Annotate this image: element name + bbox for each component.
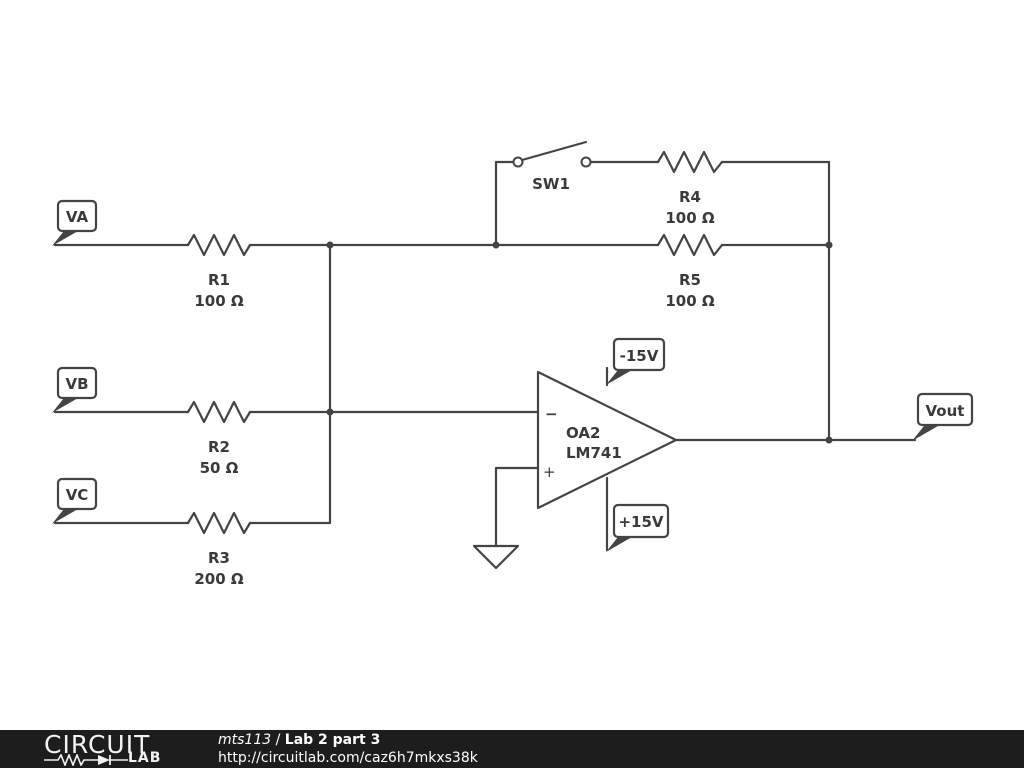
junction-dot — [492, 241, 500, 249]
circuit-schematic: − + R1 100 Ω R2 50 Ω R3 200 Ω R4 100 Ω R… — [52, 140, 974, 588]
r3-value: 200 Ω — [194, 570, 244, 588]
r2-value: 50 Ω — [200, 459, 239, 477]
resistor-r2[interactable] — [186, 400, 252, 424]
r5-value: 100 Ω — [665, 292, 715, 310]
wire-switch-branch — [494, 160, 516, 247]
junction-dot — [825, 241, 833, 249]
resistor-r4[interactable] — [656, 150, 724, 174]
circuitlab-logo-bottom: LAB — [128, 750, 162, 766]
ground-symbol — [472, 544, 520, 570]
junction-dot — [326, 408, 334, 416]
project-title-line: mts113 / Lab 2 part 3 — [218, 732, 380, 748]
junctions — [326, 241, 833, 444]
project-user[interactable]: mts113 — [218, 732, 272, 748]
flag-vb-text: VB — [65, 375, 88, 393]
flag-vb[interactable]: VB — [52, 366, 98, 413]
flag-pos-supply-text: +15V — [618, 513, 663, 531]
wire-ground — [494, 466, 540, 548]
flag-va-text: VA — [66, 208, 89, 226]
logo-resistor-diode-icon — [44, 754, 128, 766]
sw1-label: SW1 — [532, 175, 570, 193]
flag-pos-supply[interactable]: +15V — [606, 503, 670, 552]
title-separator: / — [271, 732, 285, 748]
r4-value: 100 Ω — [665, 209, 715, 227]
junction-dot — [326, 241, 334, 249]
footer-bar: CIRCUIT LAB mts113 / Lab 2 part 3 http:/… — [0, 730, 1024, 768]
oa2-label: OA2 — [566, 424, 600, 442]
switch-sw1[interactable] — [512, 140, 592, 168]
project-name[interactable]: Lab 2 part 3 — [284, 732, 381, 748]
flag-neg-supply[interactable]: -15V — [606, 337, 666, 385]
flag-vc-text: VC — [66, 486, 89, 504]
flag-va[interactable]: VA — [52, 199, 98, 246]
junction-dot — [825, 436, 833, 444]
opamp-inverting-sign: − — [545, 405, 558, 423]
r1-label: R1 — [208, 271, 230, 289]
wires — [53, 160, 917, 552]
oa2-part: LM741 — [566, 444, 622, 462]
resistor-r5[interactable] — [656, 233, 724, 257]
r1-value: 100 Ω — [194, 292, 244, 310]
wire-r4-out — [720, 160, 831, 442]
r3-label: R3 — [208, 549, 230, 567]
opamp-noninverting-sign: + — [543, 463, 556, 481]
flag-neg-supply-text: -15V — [620, 347, 659, 365]
resistor-r1[interactable] — [186, 233, 252, 257]
r4-label: R4 — [679, 188, 701, 206]
opamp-oa2[interactable]: − + — [536, 370, 678, 510]
flag-vout-text: Vout — [926, 402, 965, 420]
flag-vc[interactable]: VC — [52, 477, 98, 524]
flag-vout[interactable]: Vout — [912, 392, 974, 441]
project-url[interactable]: http://circuitlab.com/caz6h7mkxs38k — [218, 750, 478, 766]
resistor-r3[interactable] — [186, 511, 252, 535]
r5-label: R5 — [679, 271, 701, 289]
wire-r3-node — [248, 243, 332, 525]
r2-label: R2 — [208, 438, 230, 456]
circuitlab-logo-top[interactable]: CIRCUIT — [44, 730, 151, 759]
